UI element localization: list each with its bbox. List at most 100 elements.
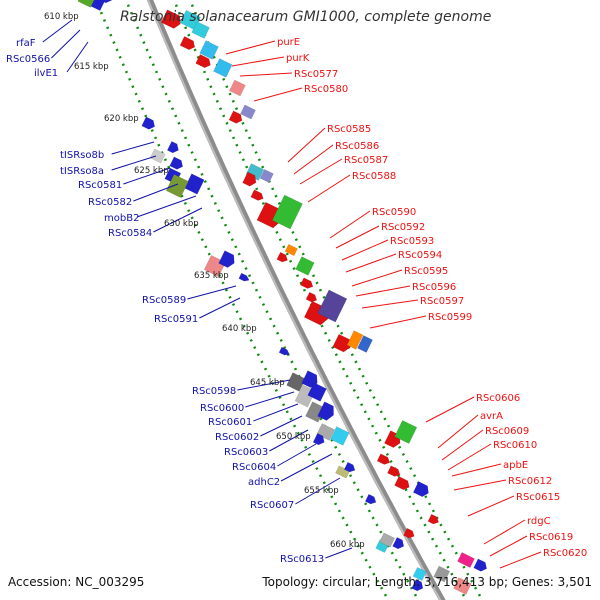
gene-block — [357, 335, 373, 353]
label-leader-line — [253, 403, 299, 422]
label-leader-line — [437, 414, 479, 449]
gene-label-forward: rdgC — [527, 516, 551, 527]
label-leader-line — [345, 253, 397, 273]
gene-label-forward: RSc0592 — [381, 222, 425, 233]
gene-block — [141, 116, 155, 130]
gene-block — [195, 54, 211, 69]
gene-block — [379, 532, 396, 548]
gene-block — [77, 0, 97, 8]
kbp-tick-label: 620 kbp — [104, 114, 139, 124]
gene-block — [169, 156, 183, 170]
gene-label-forward: RSc0615 — [516, 492, 560, 503]
gene-block — [240, 104, 256, 120]
gene-label-forward: RSc0577 — [294, 69, 338, 80]
gene-label-reverse: RSc0591 — [154, 314, 198, 325]
gene-block — [213, 58, 233, 78]
gene-label-forward: apbE — [503, 460, 528, 471]
gene-label-reverse: RSc0613 — [280, 554, 324, 565]
gene-block — [184, 173, 205, 195]
ruler-line — [124, 0, 420, 600]
label-leader-line — [441, 429, 484, 461]
gene-label-reverse: RSc0566 — [6, 54, 50, 65]
gene-label-reverse: mobB2 — [104, 213, 139, 224]
genome-backbone — [146, 0, 446, 600]
label-leader-line — [260, 415, 303, 437]
gene-label-forward: RSc0590 — [372, 207, 416, 218]
kbp-tick-label: 625 kbp — [134, 166, 169, 176]
backbone-line — [146, 0, 446, 600]
gene-label-reverse: RSc0598 — [192, 386, 236, 397]
gene-label-forward: purE — [277, 37, 300, 48]
gene-block — [330, 426, 350, 446]
backbone-highlight — [146, 0, 442, 600]
label-leader-line — [451, 463, 502, 477]
gene-block — [335, 465, 351, 479]
gene-block — [332, 333, 351, 353]
gene-block — [427, 513, 440, 525]
label-leader-line — [325, 547, 353, 559]
gene-block — [394, 420, 418, 444]
gene-label-forward: RSc0588 — [352, 171, 396, 182]
gene-label-forward: RSc0585 — [327, 124, 371, 135]
kbp-tick-label: 635 kbp — [194, 271, 229, 281]
label-leader-line — [335, 225, 380, 249]
gene-label-reverse: tISRso8b — [60, 150, 104, 161]
label-leader-line — [489, 535, 528, 557]
gene-label-forward: RSc0594 — [398, 250, 442, 261]
label-leader-line — [355, 285, 411, 297]
gene-block — [259, 168, 274, 184]
gene-label-reverse: RSc0607 — [250, 500, 294, 511]
kbp-tick-label: 655 kbp — [304, 486, 339, 496]
gene-block — [411, 578, 424, 592]
ruler-line — [172, 0, 468, 600]
accession-text: Accession: NC_003295 — [8, 575, 145, 589]
gene-block — [364, 493, 377, 505]
gene-label-reverse: RSc0603 — [224, 447, 268, 458]
gene-label-forward: RSc0593 — [390, 236, 434, 247]
kbp-tick-label: 615 kbp — [74, 62, 109, 72]
gene-block — [229, 79, 246, 97]
gene-block — [166, 140, 179, 154]
gene-label-reverse: RSc0589 — [142, 295, 186, 306]
gene-label-forward: RSc0619 — [529, 532, 573, 543]
label-leader-line — [351, 269, 403, 287]
ruler-line — [94, 0, 390, 600]
gene-label-forward: RSc0609 — [485, 426, 529, 437]
label-leader-line — [42, 19, 73, 43]
gene-block — [412, 566, 427, 582]
gene-label-forward: RSc0610 — [493, 440, 537, 451]
gene-block — [392, 536, 405, 550]
gene-label-reverse: RSc0604 — [232, 462, 276, 473]
gene-block — [312, 432, 325, 446]
gene-block — [307, 382, 327, 402]
gene-block — [218, 250, 235, 268]
gene-label-reverse: ilvE1 — [34, 68, 58, 79]
kbp-tick-label: 630 kbp — [164, 219, 199, 229]
gene-label-forward: RSc0620 — [543, 548, 587, 559]
gene-block — [343, 461, 356, 473]
label-leader-line — [199, 297, 241, 319]
gene-block — [317, 289, 348, 323]
label-leader-line — [361, 299, 419, 309]
label-leader-line — [111, 141, 155, 155]
gene-block — [317, 401, 334, 421]
ruler-line — [188, 0, 484, 600]
gene-block — [453, 577, 472, 595]
gene-block — [346, 330, 364, 350]
label-leader-line — [111, 155, 157, 171]
gene-block — [242, 171, 257, 187]
label-leader-line — [341, 239, 389, 261]
gene-block — [191, 21, 210, 39]
label-leader-line — [499, 551, 542, 569]
label-leader-line — [123, 167, 171, 185]
label-leader-line — [447, 443, 492, 471]
label-leader-line — [231, 56, 285, 67]
gene-block — [433, 565, 451, 583]
label-leader-line — [66, 41, 89, 73]
gene-label-forward: RSc0586 — [335, 141, 379, 152]
label-leader-line — [239, 72, 293, 77]
gene-block — [457, 552, 475, 568]
gene-block — [300, 277, 314, 289]
